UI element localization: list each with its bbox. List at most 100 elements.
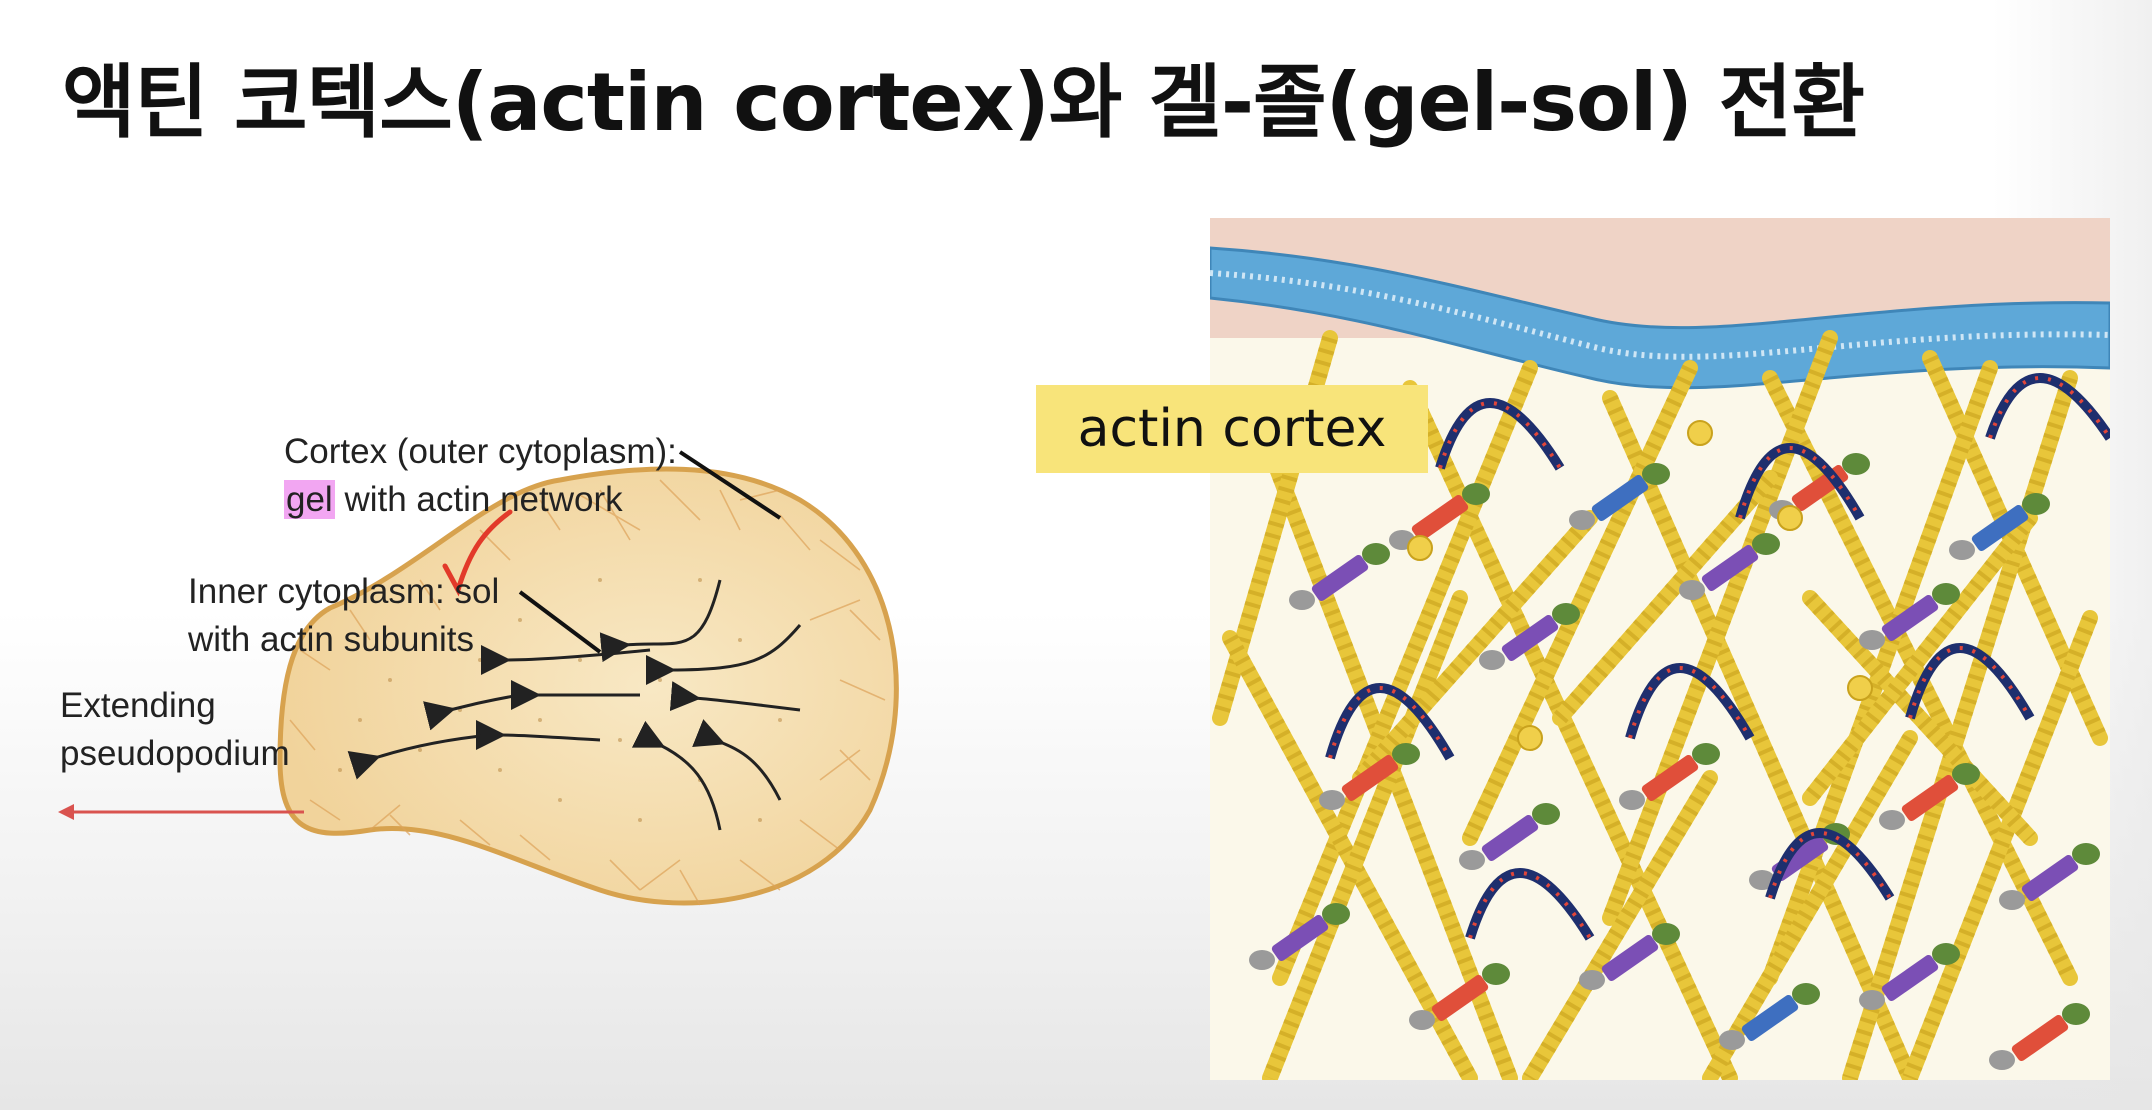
actin-network-texture [289,479,886,906]
motor-protein-head [1552,603,1580,625]
binding-protein [1289,590,1315,610]
crosslinker-protein [1741,994,1799,1042]
motor-protein-head [1652,923,1680,945]
motor-protein-head [1952,763,1980,785]
spectrin-chain-marks [1908,646,2032,719]
cortex-label-line2: gel with actin network [284,476,677,524]
crosslinker-protein [1311,554,1369,602]
binding-protein [1749,870,1775,890]
amoeba-illustration [58,450,899,906]
inner-label-line2: with actin subunits [188,620,474,659]
pseudopodium-label: Extending pseudopodium [60,682,290,778]
actin-filament-texture [1272,364,1538,982]
binding-protein [1679,580,1705,600]
motor-protein-head [1932,943,1960,965]
motor-protein-head [1642,463,1670,485]
binding-protein [1579,970,1605,990]
binding-protein [1619,790,1645,810]
spectrin-chain-marks [1988,376,2110,440]
crosslinker-protein [1411,494,1469,542]
actin-filament [1702,730,1918,1080]
crosslinker-protein [1341,754,1399,802]
motor-protein-head [1752,533,1780,555]
spectrin-chain [1765,828,1895,901]
crosslinker-protein [1901,774,1959,822]
slide-title: 액틴 코텍스(actin cortex)와 겔-졸(gel-sol) 전환 [62,56,1865,149]
crosslinker-protein [1881,594,1939,642]
binding-protein [1479,650,1505,670]
actin-filament-texture [1262,595,1468,1080]
binding-protein [1989,1050,2015,1070]
spectrin-chain-marks [1328,686,1452,759]
actin-cortex-svg [1210,218,2110,1080]
cell-membrane [1210,246,2110,390]
spectrin-chain-marks [1738,446,1862,519]
cortex-label: Cortex (outer cytoplasm): gel with actin… [284,428,677,524]
binding-protein [1949,540,1975,560]
inner-label-line1: Inner cytoplasm: sol [188,572,500,611]
spectrin-chain [1465,868,1595,941]
binding-protein [1719,1030,1745,1050]
inner-cytoplasm-label: Inner cytoplasm: sol with actin subunits [188,568,499,664]
direction-arrow-head [58,804,74,820]
binding-protein [1319,790,1345,810]
motor-protein-head [2022,493,2050,515]
amoeba-body [277,466,899,906]
gel-highlight: gel [284,480,335,519]
actin-filament-texture [1902,615,2098,1080]
actin-monomer [1407,535,1433,561]
cortex-label-line2-rest: with actin network [334,480,623,519]
motor-protein-head [1842,453,1870,475]
actin-filament-texture [1354,512,1596,784]
crosslinker-protein [1501,614,1559,662]
crosslinker-protein [1271,914,1329,962]
motor-protein-head [2072,843,2100,865]
actin-filament-texture [1462,364,1698,842]
motor-protein-head [1322,903,1350,925]
motor-protein-head [1482,963,1510,985]
motor-protein-head [1692,743,1720,765]
spectrin-chain [1435,398,1565,471]
actin-filament-texture [1602,335,1838,921]
crosslinker-protein [1591,474,1649,522]
actin-monomer [1687,420,1713,446]
crosslinker-protein [1641,754,1699,802]
actin-filament [1802,590,2038,846]
inner-leader-line [518,590,602,654]
actin-filament-texture [1242,395,1518,1080]
actin-subunit-dots [338,578,782,822]
binding-protein [1859,990,1885,1010]
membrane-lipid-heads [1210,270,2110,360]
crosslinker-protein [2011,1014,2069,1062]
binding-protein [1999,890,2025,910]
crosslinker-protein [1601,934,1659,982]
motor-protein-head [2062,1003,2090,1025]
actin-filament-texture [1602,394,1918,1080]
binding-protein [1859,630,1885,650]
actin-filament [1802,510,2038,806]
motor-protein-head [1362,543,1390,565]
crosslinker-protein [1481,814,1539,862]
actin-filament-texture [1553,472,1777,724]
motor-protein-head [1392,743,1420,765]
binding-protein [1879,810,1905,830]
crosslinker-protein [1971,504,2029,552]
actin-cortex-illustration [1210,218,2110,1080]
motor-protein-head [1932,583,1960,605]
actin-monomer [1847,675,1873,701]
motor-protein-head [1462,483,1490,505]
crosslinker-protein [1701,544,1759,592]
crosslinker-protein [1431,974,1489,1022]
pseudopodium-label-line2: pseudopodium [60,734,290,773]
binding-protein [1459,850,1485,870]
binding-protein [1249,950,1275,970]
actin-cortex-label: actin cortex [1036,385,1428,473]
cortex-label-line1: Cortex (outer cytoplasm): [284,432,677,471]
cortex-leader-line [678,450,782,520]
check-mark-annotation [442,509,513,597]
actin-monomer [1517,725,1543,751]
binding-protein [1569,510,1595,530]
actin-filament-texture [1523,773,1717,1080]
spectrin-chain-marks [1628,666,1752,739]
